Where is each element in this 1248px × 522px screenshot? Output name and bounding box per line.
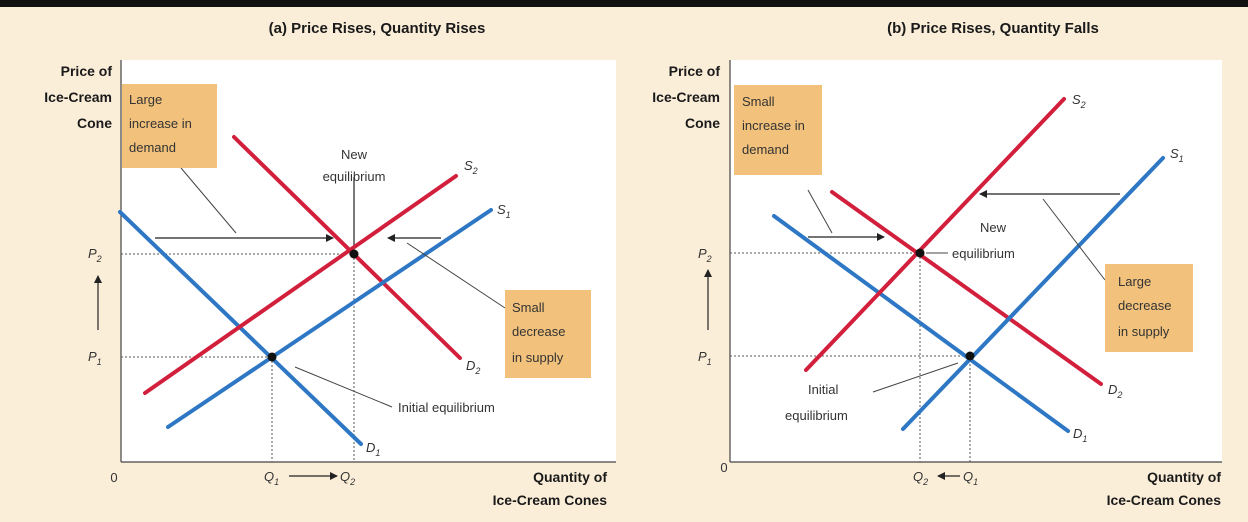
panel-a-y-label-3: Cone xyxy=(77,115,112,131)
panel-a-supply-callout xyxy=(505,290,591,378)
panel-a-s1-curve xyxy=(166,208,493,429)
panel-a-p2-label: P2 xyxy=(88,246,102,264)
panel-a-supply-leader xyxy=(406,242,506,309)
panel-b-d2-label: D2 xyxy=(1108,382,1122,400)
panel-b-supply-callout-line-3: in supply xyxy=(1118,324,1170,339)
panel-b-new-eq-label-1: New xyxy=(980,220,1007,235)
panel-b-demand-callout-line-2: increase in xyxy=(742,118,805,133)
panel-a-demand-callout-line-1: Large xyxy=(129,92,162,107)
panel-b-supply-callout-line-1: Large xyxy=(1118,274,1151,289)
panel-a-initial-eq-label: Initial equilibrium xyxy=(398,400,495,415)
panel-b-supply-callout-line-2: decrease xyxy=(1118,298,1171,313)
panel-a-d2-label: D2 xyxy=(466,358,480,376)
panel-b-supply-callout xyxy=(1105,264,1193,352)
panel-a-supply-callout-line-3: in supply xyxy=(512,350,564,365)
panel-a-d1-label: D1 xyxy=(366,440,380,458)
panel-b-q1-label: Q1 xyxy=(963,469,978,487)
panel-a-d2-curve xyxy=(232,135,462,360)
panel-b-s1-label: S1 xyxy=(1170,146,1184,164)
panel-b-p2-label: P2 xyxy=(698,246,712,264)
panel-a-s2-label: S2 xyxy=(464,158,478,176)
panel-a-new-eq-label-1: New xyxy=(341,147,368,162)
panel-b-d1-label: D1 xyxy=(1073,426,1087,444)
panel-b-demand-callout-line-3: demand xyxy=(742,142,789,157)
panel-b-origin: 0 xyxy=(720,460,727,475)
panel-b-d1-curve xyxy=(772,214,1070,433)
panel-a-new-eq-label-2: equilibrium xyxy=(323,169,386,184)
panel-a-q1-label: Q1 xyxy=(264,469,279,487)
panel-b-demand-callout-line-1: Small xyxy=(742,94,775,109)
panel-b-new-eq-label-2: equilibrium xyxy=(952,246,1015,261)
panel-a: (a) Price Rises, Quantity Rises Price of… xyxy=(44,20,616,508)
panel-a-initial-equilibrium-point xyxy=(267,352,277,362)
panel-a-s2-curve xyxy=(143,174,458,395)
panel-a-supply-callout-line-1: Small xyxy=(512,300,545,315)
panel-b-x-label-1: Quantity of xyxy=(1147,469,1221,485)
panel-a-origin: 0 xyxy=(110,470,117,485)
panel-a-new-equilibrium-point xyxy=(349,249,359,259)
panel-a-title: (a) Price Rises, Quantity Rises xyxy=(269,20,486,37)
panel-a-demand-callout xyxy=(122,84,217,168)
panel-b-initial-equilibrium-point xyxy=(965,351,975,361)
panel-a-p1-label: P1 xyxy=(88,349,102,367)
panel-a-demand-leader xyxy=(180,167,237,234)
panel-b-y-label-3: Cone xyxy=(685,115,720,131)
panel-b-s1-curve xyxy=(901,156,1165,431)
panel-a-y-label-2: Ice-Cream xyxy=(44,89,112,105)
panel-b-supply-leader xyxy=(1042,198,1106,281)
panel-a-y-label-1: Price of xyxy=(61,63,113,79)
panel-b-demand-callout xyxy=(734,85,822,175)
panel-a-demand-callout-line-2: increase in xyxy=(129,116,192,131)
panel-b-s2-curve xyxy=(804,97,1066,372)
panel-b: (b) Price Rises, Quantity Falls Price of… xyxy=(652,20,1222,508)
panel-a-demand-callout-line-3: demand xyxy=(129,140,176,155)
panel-b-initial-leader xyxy=(872,362,959,393)
panel-b-y-label-1: Price of xyxy=(669,63,721,79)
panel-b-initial-eq-label-2: equilibrium xyxy=(785,408,848,423)
panel-b-p1-label: P1 xyxy=(698,349,712,367)
panel-b-d2-curve xyxy=(830,190,1103,386)
panel-b-initial-eq-label-1: Initial xyxy=(808,382,838,397)
panel-b-title: (b) Price Rises, Quantity Falls xyxy=(887,20,1099,37)
panel-a-supply-callout-line-2: decrease xyxy=(512,324,565,339)
panel-b-new-equilibrium-point xyxy=(915,248,925,258)
panel-b-y-label-2: Ice-Cream xyxy=(652,89,720,105)
panel-a-s1-label: S1 xyxy=(497,202,511,220)
panel-b-demand-leader xyxy=(807,189,833,234)
panel-a-initial-leader xyxy=(294,366,393,408)
panel-a-q2-label: Q2 xyxy=(340,469,355,487)
panel-a-x-label-2: Ice-Cream Cones xyxy=(493,492,608,508)
panel-a-x-label-1: Quantity of xyxy=(533,469,607,485)
panel-b-q2-label: Q2 xyxy=(913,469,928,487)
panel-b-x-label-2: Ice-Cream Cones xyxy=(1107,492,1222,508)
panel-b-s2-label: S2 xyxy=(1072,92,1086,110)
top-rule xyxy=(0,0,1248,7)
